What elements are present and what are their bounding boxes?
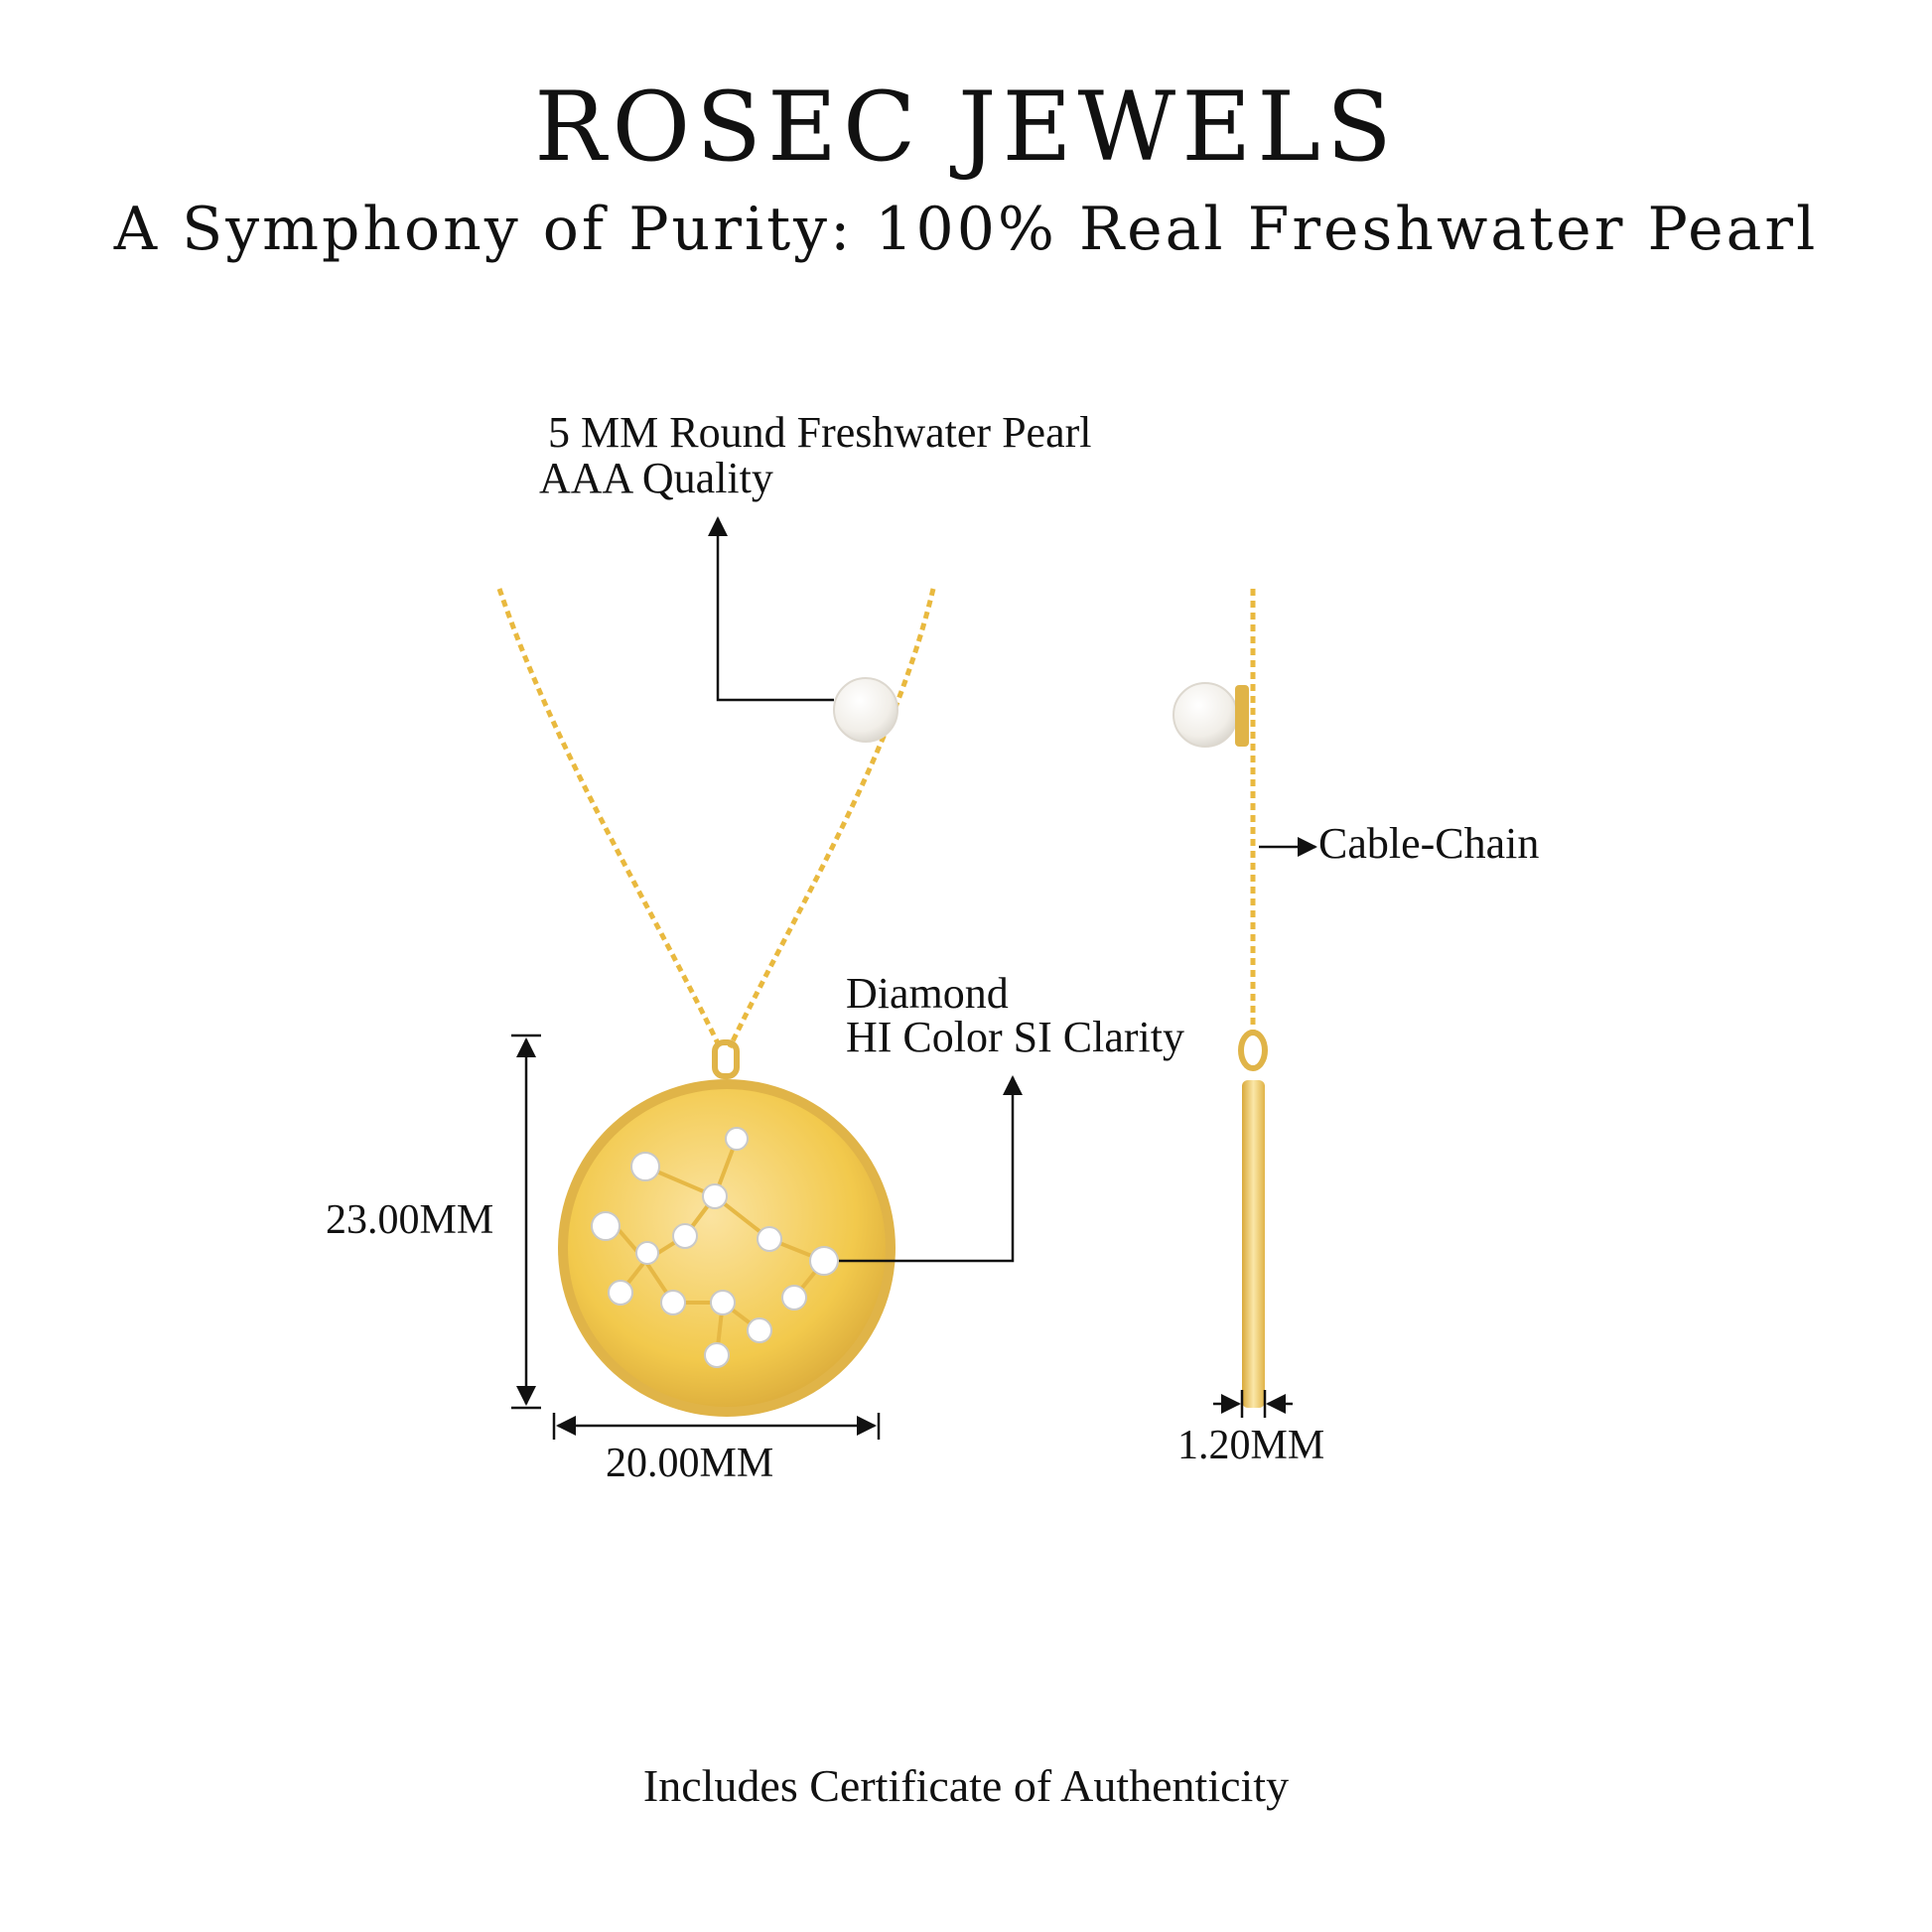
diamond-stone bbox=[809, 1246, 839, 1276]
diamond-stone bbox=[635, 1241, 659, 1265]
diamond-stones bbox=[591, 1127, 839, 1368]
diamond-callout-line2: HI Color SI Clarity bbox=[846, 1013, 1184, 1061]
diamond-stone bbox=[704, 1342, 730, 1368]
thickness-dimension bbox=[1213, 1390, 1293, 1418]
diamond-stone bbox=[660, 1290, 686, 1315]
pearl-leader-line bbox=[708, 516, 834, 702]
diamond-stone bbox=[781, 1285, 807, 1311]
diamond-stone bbox=[710, 1290, 736, 1315]
width-dimension bbox=[552, 1413, 881, 1440]
diamond-stone bbox=[630, 1152, 660, 1181]
diamond-stone bbox=[672, 1223, 698, 1249]
diamond-callout-line1: Diamond bbox=[846, 969, 1009, 1018]
diamond-stone bbox=[725, 1127, 749, 1151]
side-bail bbox=[1238, 1030, 1268, 1071]
diamond-stone bbox=[747, 1317, 772, 1343]
diamond-leader-line bbox=[839, 1075, 1023, 1263]
diamond-stone bbox=[702, 1183, 728, 1209]
diamond-stone bbox=[591, 1211, 621, 1241]
width-label: 20.00MM bbox=[606, 1441, 774, 1486]
height-dimension bbox=[511, 1034, 541, 1410]
bail bbox=[712, 1039, 740, 1079]
diamond-stone bbox=[757, 1226, 782, 1252]
thickness-label: 1.20MM bbox=[1177, 1423, 1325, 1468]
front-chain bbox=[496, 588, 936, 1049]
pearl-front bbox=[833, 677, 898, 743]
chain-callout: Cable-Chain bbox=[1318, 819, 1540, 868]
height-label: 23.00MM bbox=[326, 1197, 494, 1243]
brand-title: ROSEC JEWELS bbox=[534, 71, 1398, 183]
footer-note: Includes Certificate of Authenticity bbox=[642, 1760, 1290, 1811]
side-disc-profile bbox=[1242, 1080, 1265, 1408]
pearl-cap bbox=[1235, 685, 1249, 747]
tagline: A Symphony of Purity: 100% Real Freshwat… bbox=[113, 195, 1819, 264]
pearl-side bbox=[1173, 682, 1238, 748]
diamond-stone bbox=[608, 1280, 633, 1306]
pearl-callout-line1: 5 MM Round Freshwater Pearl bbox=[548, 408, 1092, 457]
pearl-callout-line2: AAA Quality bbox=[539, 454, 773, 502]
pendant-disc bbox=[558, 1079, 896, 1417]
